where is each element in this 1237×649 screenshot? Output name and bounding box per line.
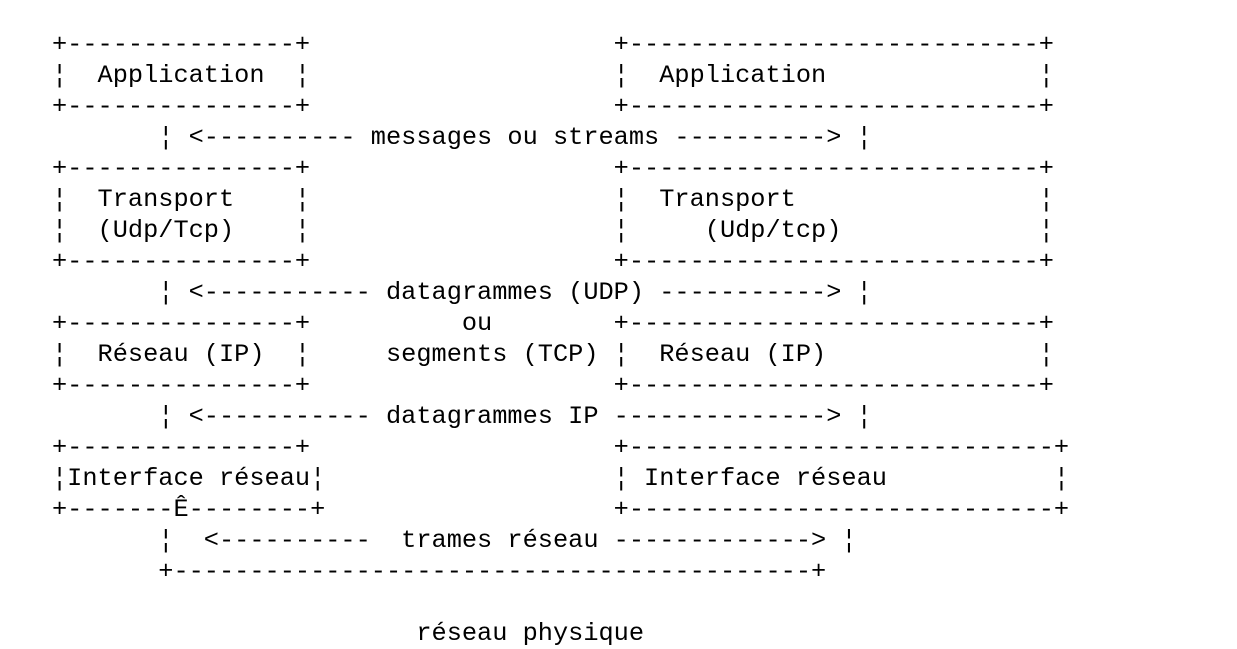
interface-box-top-border: +---------------+ +---------------------… [52, 433, 1070, 462]
network-interface-row: ¦Interface réseau¦ ¦ Interface réseau ¦ [52, 464, 1070, 493]
network-box-bottom-border: +---------------+ +---------------------… [52, 371, 1054, 400]
udp-datagrams-arrow: ¦ <----------- datagrammes (UDP) -------… [52, 278, 872, 307]
physical-network-line: +---------------------------------------… [52, 557, 827, 586]
app-left-box-top-border: +---------------+ +---------------------… [52, 30, 1054, 59]
transport-protocol-row: ¦ (Udp/Tcp) ¦ ¦ (Udp/tcp) ¦ [52, 216, 1054, 245]
network-frames-arrow: ¦ <---------- trames réseau ------------… [52, 526, 857, 555]
protocol-stack-diagram: +---------------+ +---------------------… [52, 29, 1069, 649]
blank-line [52, 587, 1069, 618]
ip-datagrams-arrow: ¦ <----------- datagrammes IP ----------… [52, 402, 872, 431]
messages-streams-arrow: ¦ <---------- messages ou streams ------… [52, 123, 872, 152]
transport-box-top-border: +---------------+ +---------------------… [52, 154, 1054, 183]
transport-layer-row: ¦ Transport ¦ ¦ Transport ¦ [52, 185, 1054, 214]
app-box-bottom-border: +---------------+ +---------------------… [52, 92, 1054, 121]
network-box-top-border: +---------------+ ou +------------------… [52, 309, 1054, 338]
transport-box-bottom-border: +---------------+ +---------------------… [52, 247, 1054, 276]
network-layer-row: ¦ Réseau (IP) ¦ segments (TCP) ¦ Réseau … [52, 340, 1054, 369]
application-layer-row: ¦ Application ¦ ¦ Application ¦ [52, 61, 1054, 90]
interface-box-bottom-border: +-------Ê--------+ +--------------------… [52, 495, 1070, 524]
physical-network-label: réseau physique [52, 619, 645, 648]
